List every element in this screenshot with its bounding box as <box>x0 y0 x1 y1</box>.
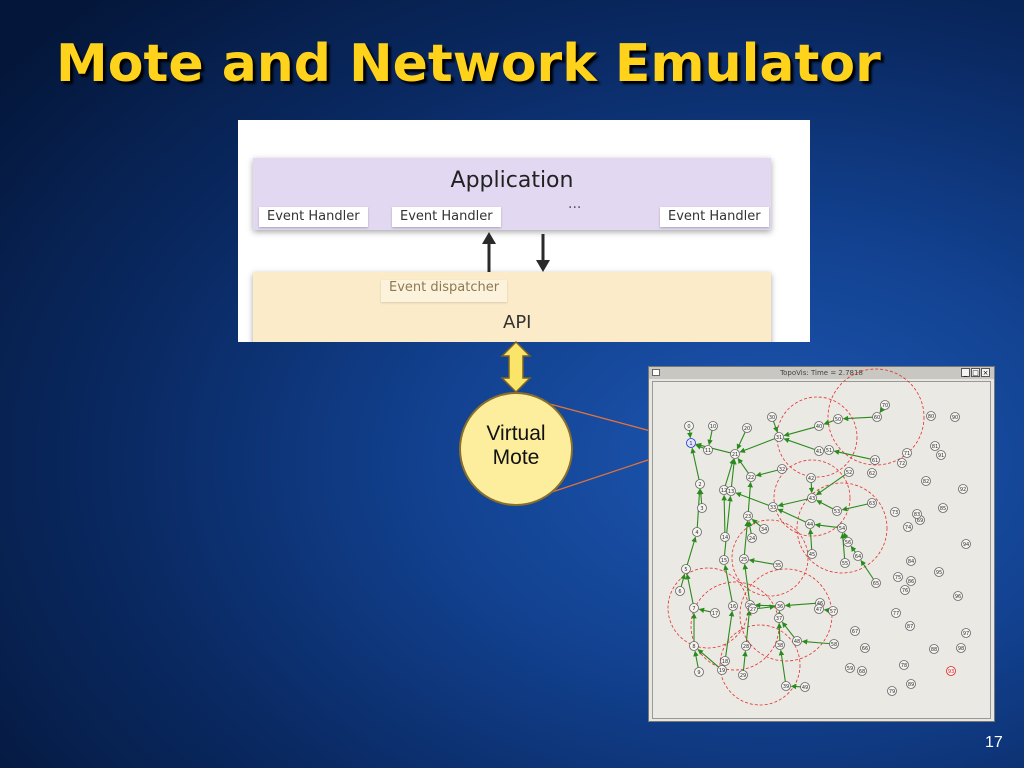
api-label: API <box>503 312 532 333</box>
topovis-window: TopoVis: Time = 2.7818 _ □ × <box>648 366 995 722</box>
slide-title: Mote and Network Emulator <box>56 34 881 94</box>
minimize-button[interactable]: _ <box>961 368 970 377</box>
event-handler-3: Event Handler <box>660 207 769 227</box>
maximize-button[interactable]: □ <box>971 368 980 377</box>
event-dispatcher-label: Event dispatcher <box>381 280 508 302</box>
down-arrowhead <box>536 260 550 272</box>
window-titlebar: TopoVis: Time = 2.7818 <box>649 367 994 379</box>
virtual-mote-circle: Virtual Mote <box>459 392 573 506</box>
window-title: TopoVis: Time = 2.7818 <box>780 369 863 377</box>
event-handler-1: Event Handler <box>259 207 368 227</box>
api-layer: Event dispatcher API <box>253 272 771 342</box>
virtual-mote-line2: Mote <box>492 446 540 469</box>
event-handler-2: Event Handler <box>392 207 501 227</box>
window-menu-icon[interactable] <box>652 369 660 376</box>
double-arrow <box>500 340 532 394</box>
ellipsis: ··· <box>568 200 582 216</box>
architecture-diagram: Application Event Handler Event Handler … <box>238 120 810 342</box>
slide-number: 17 <box>985 734 1003 751</box>
application-layer: Application Event Handler Event Handler … <box>253 158 771 230</box>
topology-canvas[interactable] <box>652 381 991 719</box>
close-button[interactable]: × <box>981 368 990 377</box>
up-arrowhead <box>482 232 496 244</box>
layer-arrows <box>482 232 550 272</box>
virtual-mote-line1: Virtual <box>486 422 546 445</box>
application-label: Application <box>450 168 574 193</box>
